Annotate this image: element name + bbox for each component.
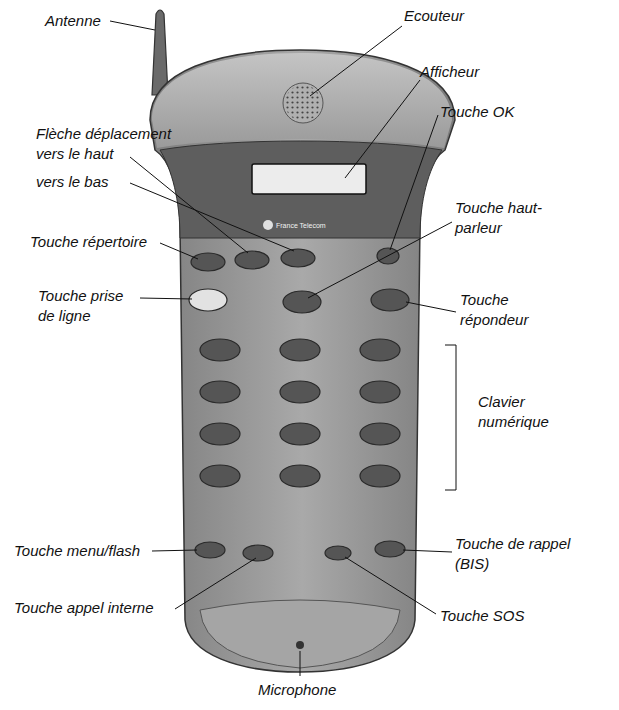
earpiece xyxy=(283,83,323,123)
brand-logo xyxy=(263,220,273,230)
part-label: Clavier numérique xyxy=(478,392,578,432)
part-label: Touche répertoire xyxy=(30,232,147,252)
antenna xyxy=(152,10,168,95)
part-label: Touche appel interne xyxy=(14,598,154,618)
part-label: Touche menu/flash xyxy=(14,541,140,561)
brand-logo-text: France Telecom xyxy=(276,221,326,230)
part-label: Touche haut-parleur xyxy=(455,198,567,238)
part-label: Touche répondeur xyxy=(460,290,560,330)
part-label: Touche prise de ligne xyxy=(38,286,142,326)
handset-head xyxy=(152,53,452,148)
keypad xyxy=(189,248,409,561)
part-label: Antenne xyxy=(45,11,101,31)
earpiece-grille xyxy=(285,85,321,121)
part-label: Touche OK xyxy=(440,102,515,122)
part-label: Touche de rappel (BIS) xyxy=(455,534,573,574)
part-label: vers le bas xyxy=(36,172,109,192)
part-label: Afficheur xyxy=(420,62,479,82)
leader-lines xyxy=(110,21,456,676)
part-label: Flèche déplacement vers le haut xyxy=(36,124,186,164)
part-label: Touche SOS xyxy=(440,606,525,626)
handset-body xyxy=(150,50,455,672)
display-screen xyxy=(252,164,366,194)
microphone xyxy=(296,641,304,649)
part-label: Ecouteur xyxy=(404,6,464,26)
part-label: Microphone xyxy=(258,680,336,700)
